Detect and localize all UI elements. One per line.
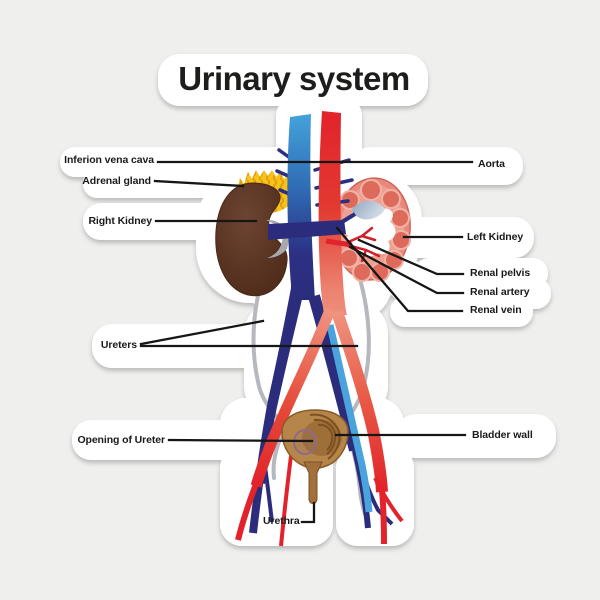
- label-renal-pelvis: Renal pelvis: [470, 267, 531, 279]
- label-renal-artery: Renal artery: [470, 286, 530, 298]
- label-inferior-vena-cava: Inferion vena cava: [64, 154, 154, 166]
- renal-vein-band: [268, 220, 346, 240]
- line-renal-artery: [348, 245, 465, 295]
- diagram-title: Urinary system: [178, 60, 410, 97]
- label-renal-vein: Renal vein: [470, 304, 522, 316]
- line-opening-ureter: [167, 438, 314, 443]
- label-urethra: Urethra: [263, 515, 300, 527]
- label-opening-of-ureter: Opening of Ureter: [77, 434, 165, 446]
- label-bladder-wall: Bladder wall: [472, 429, 533, 441]
- leader-lines: [139, 160, 474, 524]
- iliac-vein-light-blue: [326, 324, 373, 513]
- line-adrenal-gland: [153, 179, 245, 188]
- line-renal-vein: [335, 226, 464, 313]
- label-right-kidney: Right Kidney: [88, 215, 152, 227]
- line-ureters-diag: [139, 319, 265, 346]
- line-urethra: [300, 501, 316, 524]
- line-renal-pelvis: [357, 238, 465, 276]
- label-adrenal-gland: Adrenal gland: [82, 175, 151, 187]
- label-left-kidney: Left Kidney: [467, 231, 524, 243]
- renal-vessels: [268, 212, 381, 263]
- label-ureters: Ureters: [100, 339, 137, 351]
- label-aorta: Aorta: [478, 158, 505, 170]
